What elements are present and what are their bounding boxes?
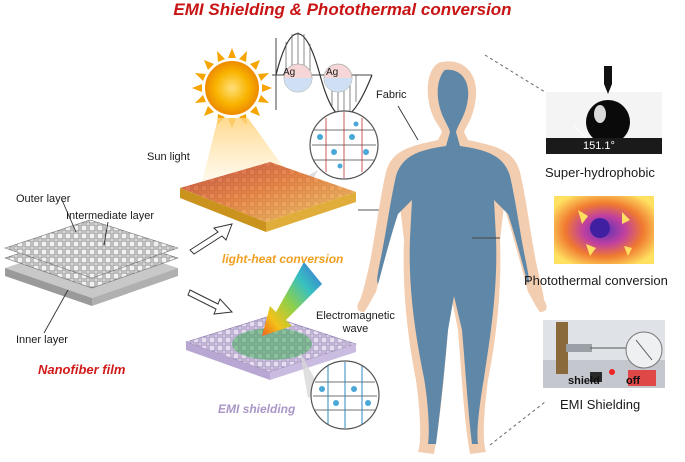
intermediate-layer-label: Intermediate layer [66, 210, 155, 222]
human-figure [357, 61, 547, 454]
electromagnetic-wave-label: Electromagnetic wave [316, 310, 395, 335]
connector-top [484, 54, 546, 93]
em-wave-icon [272, 32, 373, 117]
nanofiber-film-stack [4, 219, 179, 306]
emi-shielding-panel-label: EMI Shielding [560, 397, 641, 412]
zoom-circle-bottom [300, 352, 380, 430]
emi-film [185, 315, 357, 380]
emi-device-photo [543, 320, 665, 388]
light-heat-conversion-label: light-heat conversion [222, 252, 344, 266]
nanofiber-film-label: Nanofiber film [38, 362, 126, 377]
heated-film [180, 162, 356, 232]
super-hydrophobic-label: Super-hydrophobic [545, 165, 655, 180]
emi-shielding-film-label: EMI shielding [218, 402, 296, 416]
hydrophobic-droplet-image [546, 66, 662, 154]
ag-label-left: Ag [283, 67, 296, 78]
thermal-image [554, 196, 654, 264]
arrow-to-emi [187, 289, 234, 315]
sun-icon [192, 48, 272, 128]
inner-layer-label: Inner layer [16, 334, 68, 346]
shield-label: shield [568, 375, 600, 387]
ag-label-right: Ag [326, 67, 339, 78]
sun-light-label: Sun light [147, 151, 190, 163]
connector-bottom [489, 401, 546, 446]
fabric-label: Fabric [376, 89, 407, 101]
off-label: off [626, 375, 641, 387]
photothermal-conversion-label: Photothermal conversion [524, 273, 668, 288]
outer-layer-label: Outer layer [16, 193, 71, 205]
contact-angle-value: 151.1° [583, 140, 615, 152]
figure-title: EMI Shielding & Photothermal conversion [173, 0, 512, 19]
arrow-to-heat [189, 223, 233, 255]
electromagnetic-wave-arrow [262, 262, 322, 336]
